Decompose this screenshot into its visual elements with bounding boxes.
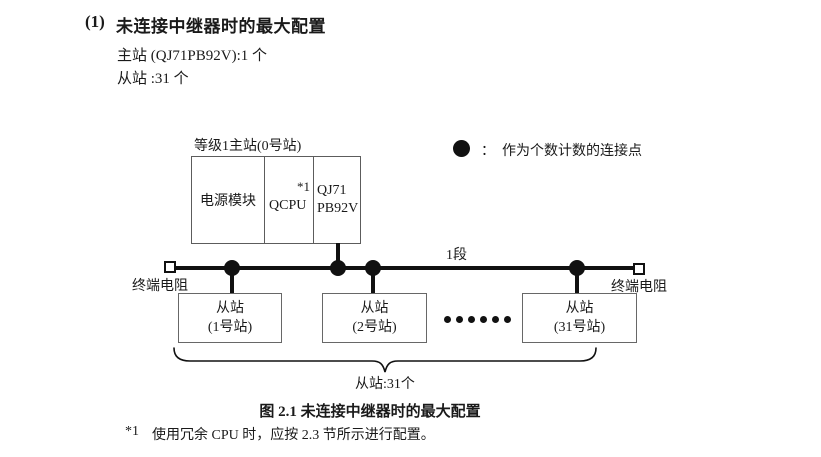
master-station-box: 电源模块 *1 QCPU QJ71 PB92V [191, 156, 361, 244]
heading-number: (1) [85, 12, 105, 31]
qj71-label-line2: PB92V [317, 201, 359, 216]
bus-segment-line [176, 266, 633, 270]
footnote-text: 使用冗余 CPU 时，应按 2.3 节所示进行配置。 [152, 428, 435, 443]
connection-dot [224, 260, 240, 276]
qj71-label-line1: QJ71 [317, 183, 347, 198]
master-count-text: 主站 (QJ71PB92V):1 个 [117, 48, 268, 64]
master-station-label: 等级1主站(0号站) [194, 139, 302, 154]
terminator-label-left: 终端电阻 [132, 279, 188, 294]
terminator-icon-right [633, 263, 645, 275]
power-module-cell: 电源模块 [192, 157, 265, 243]
master-drop-line [336, 243, 340, 268]
qcpu-label: QCPU [269, 198, 307, 213]
footnote-marker: *1 [125, 424, 139, 439]
slave-count-text: 从站 :31 个 [117, 71, 189, 87]
slave2-label-line1: 从站 [360, 301, 389, 316]
figure-caption: 图 2.1 未连接中继器时的最大配置 [259, 404, 481, 420]
connection-dot-icon [453, 140, 470, 157]
slave31-label-line2: (31号站) [553, 320, 606, 335]
segment-label: 1段 [446, 248, 467, 263]
slave-station-box-1: 从站 (1号站) [178, 293, 282, 343]
slave2-label-line2: (2号站) [352, 320, 397, 335]
slave1-label-line2: (1号站) [207, 320, 253, 335]
terminator-icon-left [164, 261, 176, 273]
footnote-ref-mark: *1 [297, 179, 310, 194]
slave31-label-line1: 从站 [565, 301, 594, 316]
terminator-label-right: 终端电阻 [611, 280, 667, 295]
connection-dot [330, 260, 346, 276]
slave2-drop-line [371, 270, 375, 294]
connection-dot [569, 260, 585, 276]
slave-station-box-2: 从站 (2号站) [322, 293, 427, 343]
power-module-label: 电源模块 [200, 194, 256, 209]
page-title: 未连接中继器时的最大配置 [116, 17, 326, 36]
curly-brace-icon [173, 347, 597, 373]
qj71pb92v-cell: QJ71 PB92V [314, 157, 359, 243]
connection-dot [365, 260, 381, 276]
slave1-drop-line [230, 270, 234, 294]
qcpu-cell: *1 QCPU [265, 157, 314, 243]
brace-label: 从站:31个 [355, 377, 415, 392]
slave1-label-line1: 从站 [216, 301, 244, 316]
slave31-drop-line [575, 270, 579, 294]
slave-station-box-31: 从站 (31号站) [522, 293, 637, 343]
legend-text: ： 作为个数计数的连接点 [481, 144, 642, 159]
ellipsis-dots-icon [444, 316, 511, 323]
